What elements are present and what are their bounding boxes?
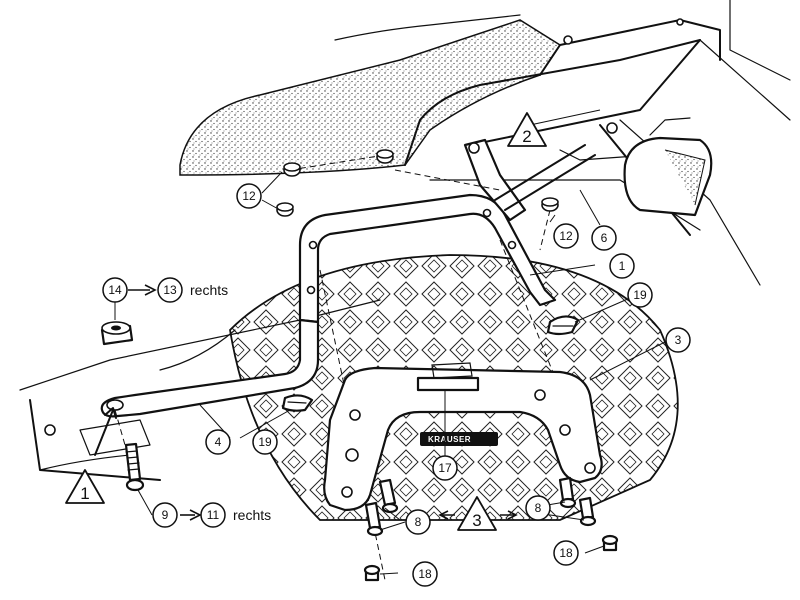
svg-text:12: 12: [559, 229, 573, 243]
svg-text:12: 12: [242, 189, 256, 203]
svg-text:1: 1: [80, 484, 89, 503]
seat: [179, 14, 562, 176]
svg-text:8: 8: [535, 501, 542, 515]
callout-18a: 18: [412, 561, 438, 587]
svg-text:19: 19: [633, 288, 647, 302]
step-triangle-2: 2: [507, 112, 547, 147]
svg-text:3: 3: [472, 511, 481, 530]
svg-text:1: 1: [619, 259, 626, 273]
upper-link: [463, 138, 596, 222]
svg-text:8: 8: [415, 515, 422, 529]
step-triangle-1: 1: [65, 469, 105, 504]
svg-text:3: 3: [675, 333, 682, 347]
callout-1: 1: [609, 253, 635, 279]
callout-9: 9: [152, 502, 178, 528]
side-panel: [19, 299, 381, 481]
label-rechts-bottom: rechts: [233, 507, 271, 523]
svg-text:9: 9: [162, 508, 169, 522]
turn-indicator: [623, 117, 713, 217]
step-triangle-3: 3: [457, 496, 497, 531]
label-rechts-top: rechts: [190, 282, 228, 298]
callout-8b: 8: [525, 495, 551, 521]
callout-14: 14: [102, 277, 128, 303]
rubber-plugs: [281, 315, 580, 412]
brand-badge: [420, 432, 498, 446]
svg-text:2: 2: [522, 127, 531, 146]
callout-11: 11: [200, 502, 226, 528]
svg-text:6: 6: [601, 231, 608, 245]
callout-3: 3: [665, 327, 691, 353]
rubber-bushes: [276, 149, 559, 217]
svg-text:19: 19: [258, 435, 272, 449]
callout-4: 4: [205, 429, 231, 455]
callout-6: 6: [591, 225, 617, 251]
callout-19b: 19: [627, 282, 653, 308]
callout-13: 13: [157, 277, 183, 303]
brand-badge-text: KRAUSER: [428, 435, 471, 444]
svg-text:17: 17: [438, 461, 452, 475]
bolt-left: [124, 442, 145, 492]
callout-8a: 8: [405, 509, 431, 535]
svg-text:11: 11: [207, 508, 220, 522]
spacer: [100, 321, 134, 346]
callout-12b: 12: [553, 223, 579, 249]
callout-12a: 12: [236, 183, 262, 209]
svg-text:14: 14: [108, 283, 122, 297]
carrier-frame-upper: [298, 193, 557, 324]
plate-bolts: [363, 476, 619, 582]
svg-text:18: 18: [559, 546, 573, 560]
callout-17: 17: [432, 455, 458, 481]
callout-19a: 19: [252, 429, 278, 455]
top-case-plate: KRAUSER: [323, 362, 603, 512]
callout-18b: 18: [553, 540, 579, 566]
svg-text:18: 18: [418, 567, 432, 581]
svg-text:13: 13: [163, 283, 177, 297]
carrier-strut: [100, 318, 320, 418]
svg-text:4: 4: [215, 435, 222, 449]
